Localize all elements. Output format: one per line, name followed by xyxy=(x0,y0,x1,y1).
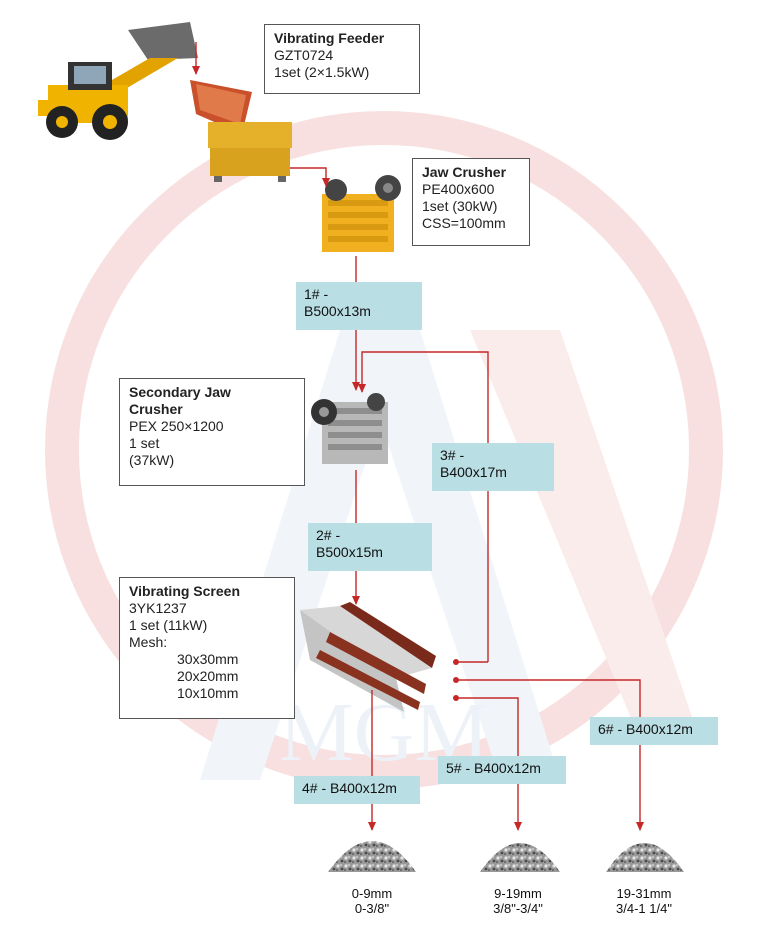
belt-2-label: 2# - B500x15m xyxy=(308,523,432,571)
belt-3-line1: 3# - xyxy=(440,447,465,463)
belt-4-text: 4# - B400x12m xyxy=(302,780,397,796)
output-3-imperial: 3/4-1 1/4" xyxy=(616,901,672,916)
secondary-crusher-spec-line2: (37kW) xyxy=(129,452,175,468)
belt-1-line2: B500x13m xyxy=(304,303,371,319)
belt-3-line2: B400x17m xyxy=(440,464,507,480)
screen-mesh-label: Mesh: xyxy=(129,634,168,650)
belt-2-line1: 2# - xyxy=(316,527,341,543)
jaw-crusher-model: PE400x600 xyxy=(422,181,495,197)
secondary-crusher-title-line2: Crusher xyxy=(129,401,183,417)
belt-3-label: 3# - B400x17m xyxy=(432,443,554,491)
output-pile-2 xyxy=(480,843,560,872)
belt-1-label: 1# - B500x13m xyxy=(296,282,422,330)
feeder-title: Vibrating Feeder xyxy=(274,30,385,46)
feeder-info-box: Vibrating Feeder GZT0724 1set (2×1.5kW) xyxy=(264,24,420,94)
screen-title: Vibrating Screen xyxy=(129,583,241,599)
screen-spec: 1 set (11kW) xyxy=(129,617,208,633)
jaw-crusher-image xyxy=(322,175,401,252)
output-label-1: 0-9mm 0-3/8" xyxy=(317,886,427,916)
belt-6-text: 6# - B400x12m xyxy=(598,721,693,737)
feeder-model: GZT0724 xyxy=(274,47,334,63)
secondary-crusher-spec-line1: 1 set xyxy=(129,435,160,451)
jaw-crusher-css: CSS=100mm xyxy=(422,215,506,231)
belt-2-line2: B500x15m xyxy=(316,544,383,560)
screen-info-box: Vibrating Screen 3YK1237 1 set (11kW) Me… xyxy=(119,577,295,719)
feeder-spec: 1set (2×1.5kW) xyxy=(274,64,370,80)
belt-5-text: 5# - B400x12m xyxy=(446,760,541,776)
wheel-loader-image xyxy=(38,22,198,140)
belt-6-label: 6# - B400x12m xyxy=(590,717,718,745)
output-pile-3 xyxy=(606,843,684,872)
jaw-crusher-spec: 1set (30kW) xyxy=(422,198,498,214)
jaw-crusher-title: Jaw Crusher xyxy=(422,164,507,180)
screen-outlet-dots xyxy=(453,659,459,701)
screen-mesh-1: 30x30mm xyxy=(177,651,239,667)
screen-mesh-3: 10x10mm xyxy=(177,685,239,701)
secondary-crusher-info-box: Secondary Jaw Crusher PEX 250×1200 1 set… xyxy=(119,378,305,486)
output-label-3: 19-31mm 3/4-1 1/4" xyxy=(589,886,699,916)
output-2-metric: 9-19mm xyxy=(494,886,542,901)
belt-5-label: 5# - B400x12m xyxy=(438,756,566,784)
output-1-imperial: 0-3/8" xyxy=(354,901,390,916)
vibrating-screen-image xyxy=(300,602,436,712)
belt-1-line1: 1# - xyxy=(304,286,329,302)
output-3-metric: 19-31mm xyxy=(616,886,672,901)
belt-4-label: 4# - B400x12m xyxy=(294,776,420,804)
jaw-crusher-info-box: Jaw Crusher PE400x600 1set (30kW) CSS=10… xyxy=(412,158,530,246)
secondary-crusher-image xyxy=(311,393,388,464)
output-1-metric: 0-9mm xyxy=(351,886,393,901)
output-label-2: 9-19mm 3/8"-3/4" xyxy=(463,886,573,916)
secondary-crusher-title-line1: Secondary Jaw xyxy=(129,384,231,400)
screen-mesh-2: 20x20mm xyxy=(177,668,239,684)
watermark-logo: MGM xyxy=(45,111,723,789)
output-pile-1 xyxy=(328,841,416,872)
screen-model: 3YK1237 xyxy=(129,600,187,616)
secondary-crusher-model: PEX 250×1200 xyxy=(129,418,224,434)
vibrating-feeder-image xyxy=(190,80,292,182)
output-2-imperial: 3/8"-3/4" xyxy=(493,901,543,916)
